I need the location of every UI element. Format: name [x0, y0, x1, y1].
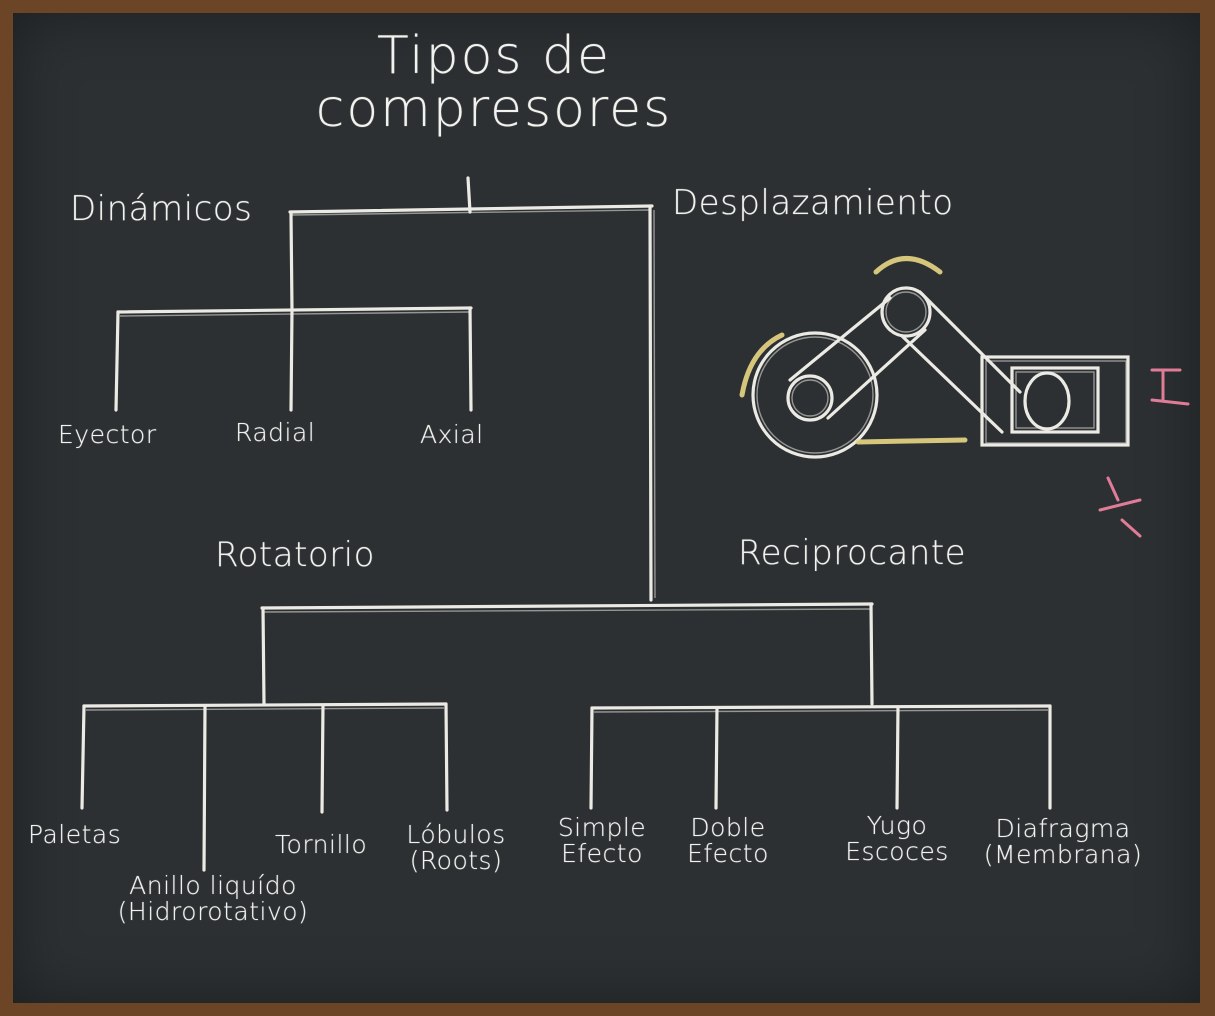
desplazamiento-branch	[260, 602, 874, 706]
leaf-axial: Axial	[420, 420, 484, 449]
leaf-simple-efecto: Simple Efecto	[557, 813, 647, 869]
leaf-tornillo: Tornillo	[275, 830, 368, 859]
top-branch	[288, 176, 656, 602]
category-desplazamiento: Desplazamiento	[672, 183, 954, 223]
piston-illustration	[739, 256, 1190, 538]
leaf-eyector: Eyector	[58, 420, 157, 449]
page-title: Tipos de compresores	[315, 26, 673, 140]
leaf-radial: Radial	[235, 418, 316, 447]
category-rotatorio: Rotatorio	[215, 535, 375, 575]
dinamicos-branch	[114, 212, 473, 412]
reciprocante-branch	[589, 704, 1052, 810]
leaf-yugo-escoces: Yugo Escoces	[845, 811, 949, 867]
leaf-doble-efecto: Doble Efecto	[687, 813, 769, 869]
category-dinamicos: Dinámicos	[70, 189, 253, 229]
category-reciprocante: Reciprocante	[738, 533, 967, 573]
leaf-diafragma: Diafragma (Membrana)	[983, 814, 1143, 870]
leaf-lobulos: Lóbulos (Roots)	[406, 820, 506, 876]
rotatorio-branch	[80, 702, 449, 872]
chalkboard	[13, 13, 1200, 1003]
leaf-anillo-liquido: Anillo liquído (Hidrorotativo)	[117, 871, 309, 927]
leaf-paletas: Paletas	[28, 820, 122, 849]
